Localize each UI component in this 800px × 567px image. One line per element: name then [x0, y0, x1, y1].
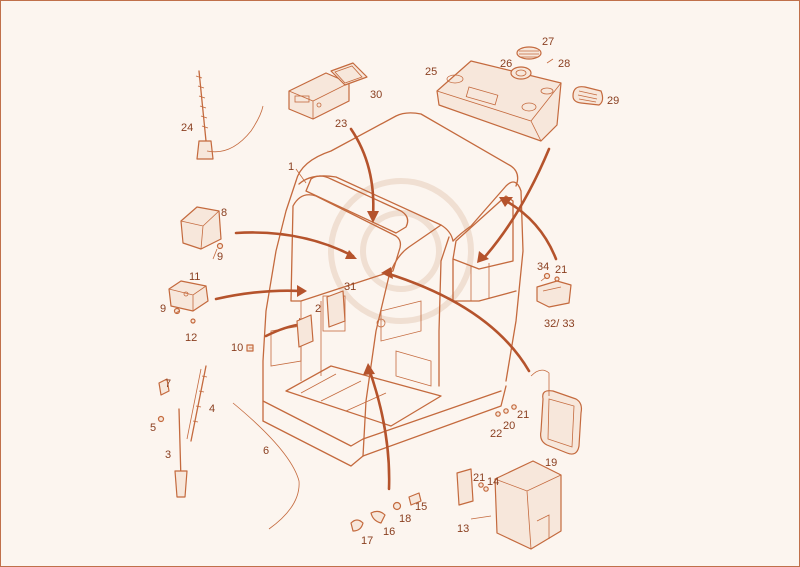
screw-part-28	[546, 58, 554, 64]
callout-32-33: 32/ 33	[544, 318, 575, 330]
fastener-set-15-18	[350, 492, 422, 532]
watermark-gear	[328, 178, 474, 324]
tank-bracket	[456, 468, 474, 506]
callout-30: 30	[370, 89, 383, 101]
lamp-part-29	[572, 86, 604, 106]
switch-part-7	[158, 378, 170, 396]
callout-8: 8	[221, 207, 228, 219]
callout-28: 28	[558, 58, 571, 70]
callout-25: 25	[425, 66, 438, 78]
callout-31: 31	[344, 281, 357, 293]
radio-part-23	[288, 72, 350, 120]
callout-34: 34	[537, 261, 550, 273]
clip-part-12	[190, 318, 196, 324]
callout-27: 27	[542, 36, 555, 48]
callout-9-bottom: 9	[160, 303, 167, 315]
callout-1: 1	[288, 161, 295, 173]
callout-23: 23	[335, 118, 348, 130]
washer-part-21a	[554, 276, 560, 282]
panel-part-2	[296, 314, 314, 348]
callout-22: 22	[490, 428, 503, 440]
callout-4: 4	[209, 403, 216, 415]
screw-part-5	[157, 415, 165, 423]
callout-21-tank: 21	[473, 472, 486, 484]
screw-part-9	[216, 242, 224, 250]
bracket-part-32-33	[536, 280, 572, 308]
washer-hose-part-6	[232, 402, 300, 530]
callout-24: 24	[181, 122, 194, 134]
assembly-arrows	[214, 127, 558, 491]
speaker-part-26-27	[510, 46, 542, 80]
screw-part-14	[483, 486, 489, 492]
overhead-console-part-25	[436, 60, 562, 142]
callout-11: 11	[189, 271, 201, 283]
callout-3: 3	[165, 449, 172, 461]
plate-part-30	[330, 62, 368, 86]
wiper-arm-part-3	[174, 408, 188, 498]
callout-13: 13	[457, 523, 470, 535]
callout-29: 29	[607, 95, 620, 107]
callout-26: 26	[500, 58, 513, 70]
callout-2: 2	[315, 303, 322, 315]
callout-5: 5	[150, 422, 157, 434]
washer-part-21b	[511, 404, 517, 410]
washer-part-20	[503, 408, 509, 414]
dome-lamp-part-11	[168, 280, 209, 312]
leader-lines	[175, 168, 547, 520]
callout-15: 15	[415, 501, 428, 513]
callout-18: 18	[399, 513, 412, 525]
work-lamp-part-8	[180, 206, 222, 250]
callout-6: 6	[263, 445, 270, 457]
screw-part-9b	[173, 307, 181, 315]
callout-12: 12	[185, 332, 198, 344]
mirror-part-19	[530, 369, 583, 455]
antenna-part-24	[195, 70, 264, 160]
callout-20: 20	[503, 420, 516, 432]
callout-19: 19	[545, 457, 558, 469]
callout-21-upper: 21	[555, 264, 568, 276]
callout-10: 10	[231, 342, 244, 354]
washer-part-21c	[478, 482, 484, 488]
wiper-blade-part-4	[186, 365, 208, 442]
cab-frame	[262, 112, 524, 467]
callout-17: 17	[361, 535, 374, 547]
callout-14: 14	[487, 476, 500, 488]
callout-16: 16	[383, 526, 396, 538]
callout-7: 7	[165, 378, 172, 390]
callout-9-top: 9	[217, 251, 224, 263]
callout-21-mirror: 21	[517, 409, 530, 421]
washer-part-22	[495, 411, 501, 417]
washer-tank-part-13	[494, 460, 562, 550]
panel-part-31	[326, 290, 346, 328]
